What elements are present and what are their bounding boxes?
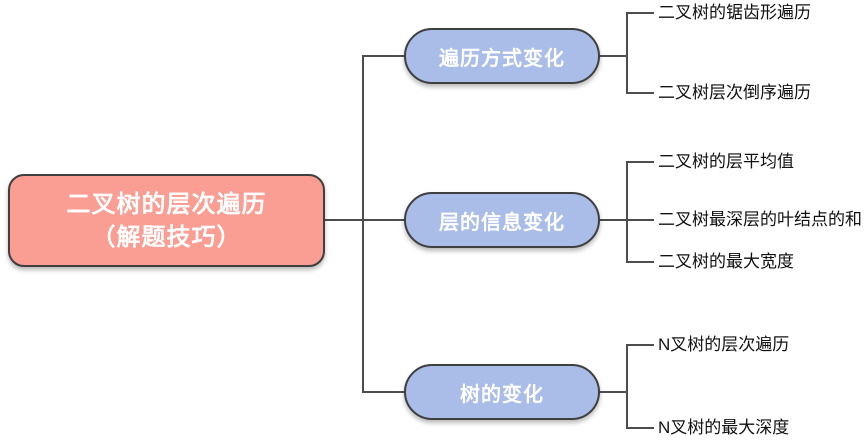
leaf-item[interactable]: 二叉树最深层的叶结点的和 — [658, 210, 862, 229]
leaf-item[interactable]: 二叉树的锯齿形遍历 — [658, 3, 811, 22]
root-node-label-line1: 二叉树的层次遍历 — [66, 190, 267, 218]
branch-node-label: 层的信息变化 — [439, 211, 565, 234]
connector-spine-to-branch-a — [362, 55, 406, 57]
root-node[interactable]: 二叉树的层次遍历 （解题技巧） — [8, 174, 325, 267]
branch-node-label: 树的变化 — [460, 383, 544, 406]
leaf-item[interactable]: 二叉树的最大宽度 — [658, 252, 794, 271]
connector-branch-b-out — [598, 219, 628, 221]
branch-node-level-info-variants[interactable]: 层的信息变化 — [404, 192, 600, 248]
leaf-item[interactable]: N叉树的层次遍历 — [658, 335, 790, 354]
connector-spine-to-branch-c — [362, 391, 406, 393]
connector-leaf-c2 — [626, 427, 654, 429]
connector-branch-b-spine — [626, 161, 628, 263]
connector-branch-c-out — [598, 391, 628, 393]
connector-branch-a-spine — [626, 12, 628, 94]
connector-leaf-a2 — [626, 92, 654, 94]
connector-leaf-c1 — [626, 344, 654, 346]
leaf-item[interactable]: 二叉树的层平均值 — [658, 152, 794, 171]
leaf-item[interactable]: N叉树的最大深度 — [658, 418, 790, 437]
root-node-label-line2: （解题技巧） — [91, 223, 242, 251]
connector-spine-to-branch-b — [362, 219, 406, 221]
connector-main-spine — [362, 55, 364, 393]
connector-leaf-b3 — [626, 261, 654, 263]
connector-branch-a-out — [598, 55, 628, 57]
branch-node-traversal-variants[interactable]: 遍历方式变化 — [404, 28, 600, 84]
connector-leaf-b2 — [626, 219, 654, 221]
branch-node-label: 遍历方式变化 — [439, 47, 565, 70]
connector-root-to-spine — [325, 219, 364, 221]
connector-branch-c-spine — [626, 344, 628, 429]
connector-leaf-b1 — [626, 161, 654, 163]
leaf-item[interactable]: 二叉树层次倒序遍历 — [658, 83, 811, 102]
connector-leaf-a1 — [626, 12, 654, 14]
branch-node-tree-variants[interactable]: 树的变化 — [404, 364, 600, 420]
